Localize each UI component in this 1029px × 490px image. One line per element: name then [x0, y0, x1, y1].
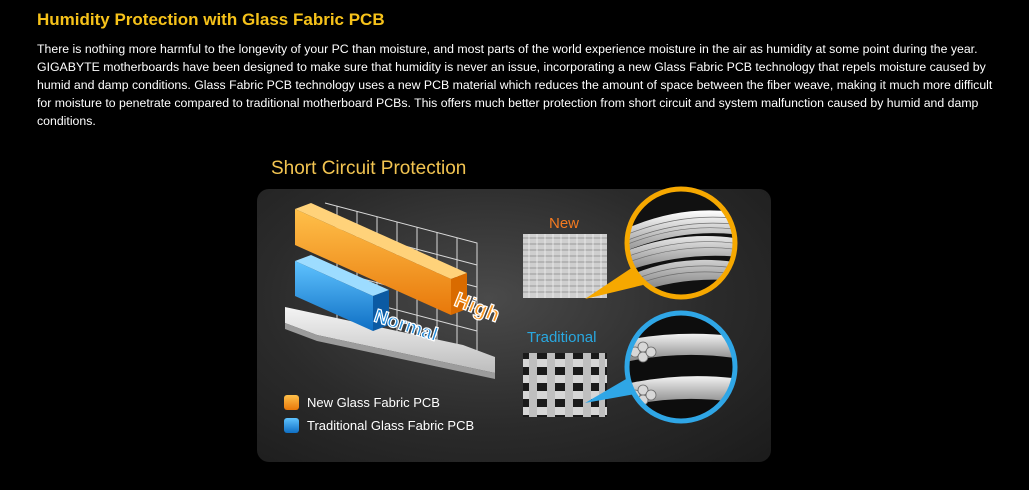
traditional-weave-swatch: [523, 353, 607, 417]
normal-bar-top: [295, 255, 389, 296]
new-weave-swatch: [523, 234, 607, 298]
chart-base: [285, 307, 495, 373]
legend-item-new: New Glass Fabric PCB: [284, 395, 440, 410]
new-weave-label: New: [549, 215, 580, 232]
figure-heading: Short Circuit Protection: [271, 158, 467, 179]
high-bar-end: [451, 273, 467, 315]
high-bar-top: [295, 203, 467, 279]
traditional-weave-label: Traditional: [527, 329, 597, 346]
normal-bar: [295, 261, 373, 331]
normal-bar-end: [373, 290, 389, 331]
high-bar: [295, 209, 451, 315]
section-title: Humidity Protection with Glass Fabric PC…: [37, 10, 385, 29]
legend-label-traditional: Traditional Glass Fabric PCB: [307, 418, 475, 433]
comparison-illustration: High Normal: [285, 202, 504, 379]
legend-swatch-traditional: [284, 418, 299, 433]
legend-swatch-new: [284, 395, 299, 410]
figure-panel: High Normal New Glass Fabric PCB Traditi…: [257, 186, 771, 462]
traditional-fiber-zoom: [624, 310, 738, 424]
new-fiber-zoom: [624, 186, 738, 300]
legend-item-traditional: Traditional Glass Fabric PCB: [284, 418, 474, 433]
legend-label-new: New Glass Fabric PCB: [307, 395, 440, 410]
short-circuit-protection-figure: Short Circuit Protection: [255, 150, 773, 465]
section-description: There is nothing more harmful to the lon…: [37, 42, 993, 128]
